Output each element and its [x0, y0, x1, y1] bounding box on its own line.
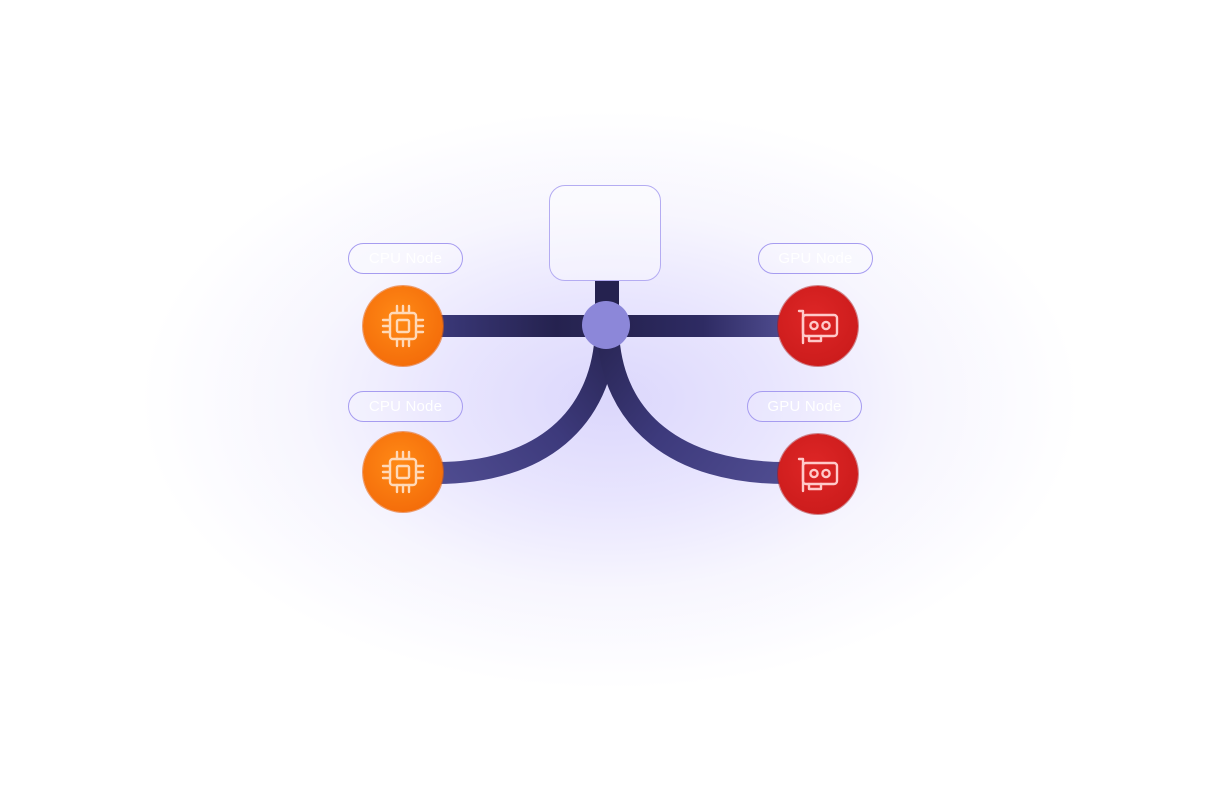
- cpu-node[interactable]: [363, 286, 443, 366]
- gpu-card-icon: [797, 457, 839, 493]
- cpu-node[interactable]: [363, 432, 443, 512]
- gpu-node-label: GPU Node: [758, 243, 873, 274]
- cpu-chip-icon: [381, 450, 425, 494]
- cpu-chip-icon: [381, 304, 425, 348]
- hub-junction: [582, 301, 630, 349]
- gpu-node[interactable]: [778, 286, 858, 366]
- cpu-node-label: CPU Node: [348, 391, 463, 422]
- hub-box: [549, 185, 661, 281]
- gpu-card-icon: [797, 309, 839, 345]
- cpu-node-label: CPU Node: [348, 243, 463, 274]
- edge-hub-gpu-2: [597, 331, 787, 484]
- gpu-node[interactable]: [778, 434, 858, 514]
- gpu-node-label: GPU Node: [747, 391, 862, 422]
